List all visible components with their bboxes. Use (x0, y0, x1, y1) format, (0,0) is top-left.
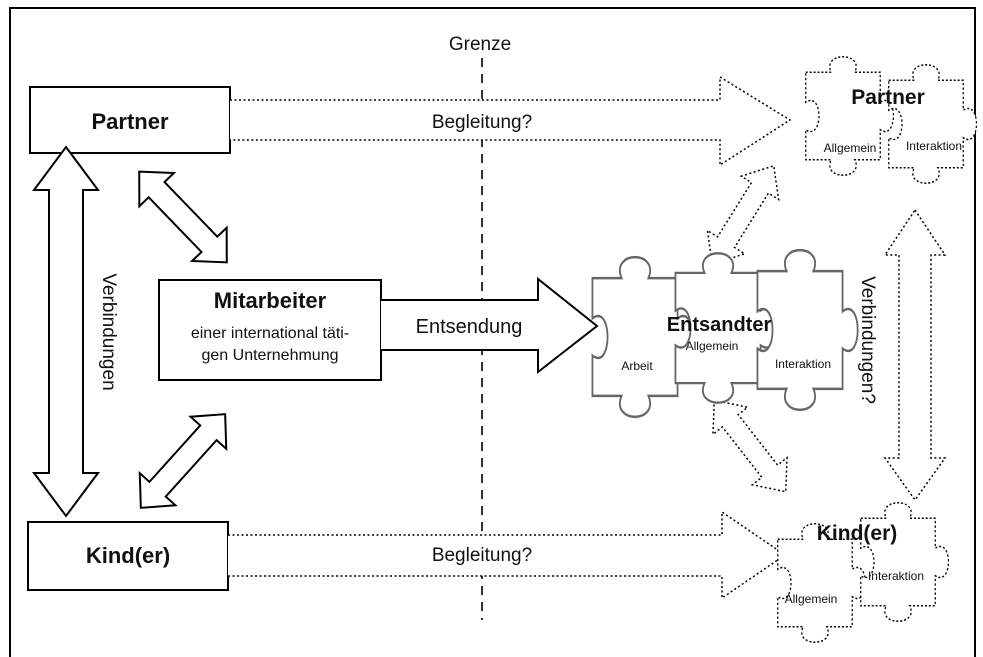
children-piece-interaction-label: Interaktion (868, 569, 924, 583)
expat-piece-general-label: Allgemein (686, 339, 739, 353)
children-employee-arrow (138, 413, 228, 509)
partner-puzzle (805, 56, 978, 184)
expat-piece-interaction-label: Interaktion (775, 357, 831, 371)
expat-title: Entsandter (667, 314, 772, 336)
employee-line3: gen Unternehmung (202, 347, 339, 364)
home-connections-label: Verbindungen (98, 273, 119, 390)
partner-puzzle-title: Partner (851, 86, 925, 109)
employee-title: Mitarbeiter (214, 288, 327, 313)
partner-box: Partner (29, 86, 231, 154)
children-companion-label: Begleitung? (432, 545, 532, 566)
employee-box: Mitarbeiter einer international täti- ge… (158, 279, 382, 381)
posting-label: Entsendung (416, 316, 523, 338)
abroad-connections-arrow (883, 208, 947, 502)
children-box-label: Kind(er) (86, 543, 170, 568)
expat-piece-interaction (756, 248, 859, 412)
employee-line2: einer international täti- (191, 325, 349, 342)
partner-companion-label: Begleitung? (432, 112, 532, 133)
partner-piece-interaction-label: Interaktion (906, 139, 962, 153)
partner-companion-arrow (230, 75, 792, 167)
children-expat-arrow (712, 399, 788, 493)
partner-piece-general (805, 56, 895, 176)
partner-box-label: Partner (91, 109, 168, 134)
children-companion-arrow (228, 510, 787, 600)
children-box: Kind(er) (27, 521, 229, 591)
children-piece-interaction (860, 502, 950, 622)
frame (9, 7, 976, 657)
partner-piece-interaction (888, 64, 978, 184)
home-connections-arrow (32, 145, 100, 518)
boundary-label: Grenze (449, 34, 511, 55)
expat-piece-work-label: Arbeit (621, 359, 653, 373)
children-piece-general-label: Allgemein (785, 592, 838, 606)
posting-arrow (381, 276, 599, 375)
partner-employee-arrow (138, 170, 228, 264)
children-puzzle-title: Kind(er) (817, 522, 898, 545)
partner-expat-arrow (706, 164, 780, 266)
partner-piece-general-label: Allgemein (824, 141, 877, 155)
abroad-connections-label: Verbindungen? (857, 276, 878, 404)
